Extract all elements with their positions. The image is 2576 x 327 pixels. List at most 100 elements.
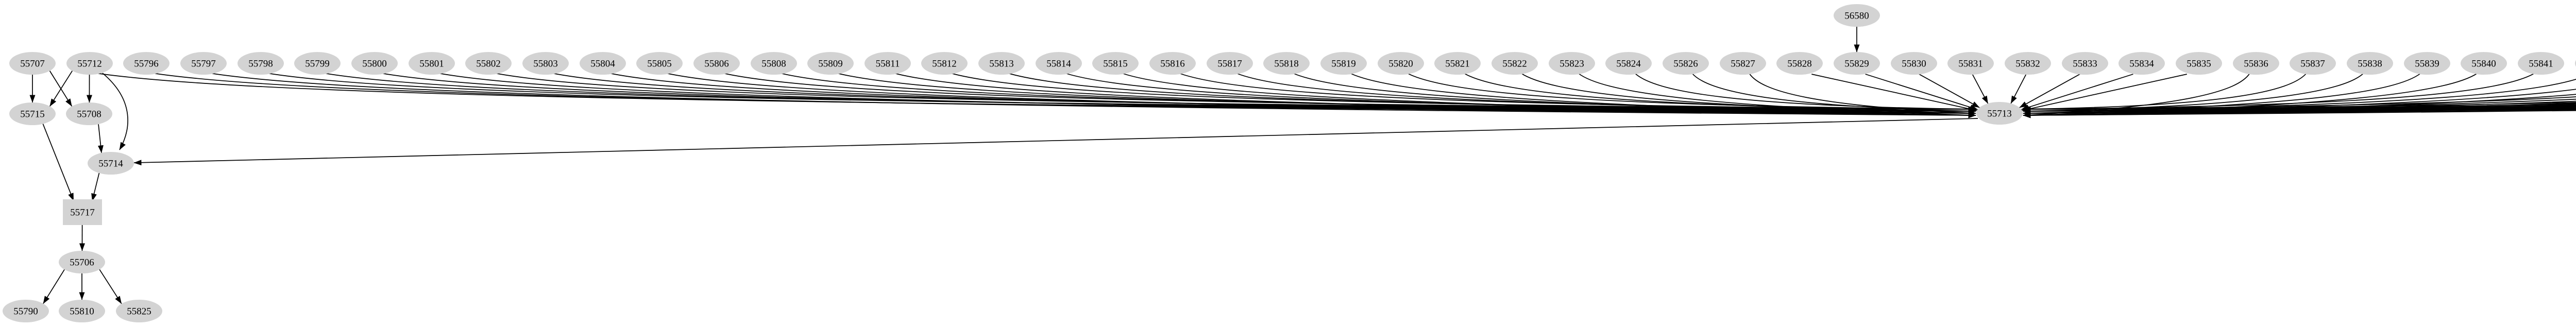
node-label: 55809 (818, 59, 843, 70)
node-ellipse-shape (1149, 52, 1196, 75)
graph-node-55804: 55804 (580, 52, 626, 75)
graph-edge-55858-55713 (2023, 107, 2576, 114)
graph-edge-55827-55713 (1749, 73, 1976, 116)
graph-edge-55834-55713 (2021, 74, 2133, 110)
graph-edge-55792-55713 (2023, 109, 2576, 116)
graph-node-55810: 55810 (59, 300, 105, 322)
graph-edge-55797-55713 (209, 73, 1976, 118)
graph-node-55806: 55806 (693, 52, 740, 75)
graph-node-55706: 55706 (59, 251, 105, 273)
node-label: 55838 (2358, 59, 2382, 70)
node-label: 55810 (70, 306, 94, 317)
node-ellipse-shape (1263, 52, 1310, 75)
node-label: 55834 (2129, 59, 2154, 70)
node-label: 55803 (533, 59, 558, 70)
node-ellipse-shape (1947, 52, 1994, 75)
graph-node-55801: 55801 (409, 52, 455, 75)
graph-node-55827: 55827 (1720, 52, 1766, 75)
graph-node-55824: 55824 (1605, 52, 1652, 75)
node-ellipse-shape (180, 52, 227, 75)
node-label: 55840 (2471, 59, 2496, 70)
node-ellipse-shape (2005, 52, 2051, 75)
node-ellipse-shape (9, 102, 56, 125)
node-label: 55839 (2415, 59, 2439, 70)
node-label: 55816 (1160, 59, 1185, 70)
node-ellipse-shape (66, 102, 112, 125)
node-label: 55801 (419, 59, 444, 70)
graph-node-55825: 55825 (116, 300, 162, 322)
node-ellipse-shape (1891, 52, 1937, 75)
graph-node-55817: 55817 (1207, 52, 1253, 75)
node-label: 55798 (248, 59, 273, 70)
graph-node-55805: 55805 (636, 52, 683, 75)
node-label: 55790 (13, 306, 38, 317)
graph-edge-55814-55713 (1064, 73, 1976, 116)
graph-edge-55793-55713 (2023, 110, 2576, 118)
graph-edge-55819-55713 (1349, 73, 1976, 118)
node-ellipse-shape (2518, 52, 2564, 75)
node-ellipse-shape (522, 52, 569, 75)
node-ellipse-shape (59, 251, 105, 273)
node-ellipse-shape (1776, 52, 1823, 75)
node-ellipse-shape (294, 52, 341, 75)
node-box-shape (63, 199, 102, 225)
graph-edge-55811-55713 (893, 73, 1976, 118)
graph-node-55832: 55832 (2005, 52, 2051, 75)
graph-edge-55801-55713 (437, 73, 1976, 118)
graph-node-55799: 55799 (294, 52, 341, 75)
graph-node-55808: 55808 (751, 52, 797, 75)
graph-node-55828: 55828 (1776, 52, 1823, 75)
graph-node-55717: 55717 (63, 199, 102, 225)
node-label: 55827 (1731, 59, 1755, 70)
node-label: 55826 (1673, 59, 1698, 70)
graph-edge-55708-55714 (97, 124, 104, 153)
graph-edge-55805-55713 (665, 73, 1976, 118)
node-ellipse-shape (1492, 52, 1538, 75)
node-ellipse-shape (465, 52, 512, 75)
graph-edge-55859-55713 (2023, 108, 2576, 116)
node-ellipse-shape (580, 52, 626, 75)
graph-node-55830: 55830 (1891, 52, 1937, 75)
graph-node-55802: 55802 (465, 52, 512, 75)
graph-edge-55829-55713 (1865, 74, 1978, 110)
node-ellipse-shape (921, 52, 968, 75)
node-label: 55837 (2300, 59, 2325, 70)
graph-edge-55831-55713 (1972, 74, 1989, 104)
graph-node-55820: 55820 (1378, 52, 1424, 75)
graph-node-55707: 55707 (9, 52, 56, 75)
node-ellipse-shape (3, 300, 49, 322)
node-label: 55712 (77, 59, 102, 70)
graph-node-55809: 55809 (807, 52, 854, 75)
node-ellipse-shape (66, 52, 113, 75)
graph-node-55815: 55815 (1092, 52, 1139, 75)
node-ellipse-shape (1092, 52, 1139, 75)
node-label: 55818 (1274, 59, 1299, 70)
node-ellipse-shape (2347, 52, 2393, 75)
node-label: 55812 (932, 59, 957, 70)
graph-node-55713: 55713 (1976, 102, 2023, 125)
node-label: 55841 (2529, 59, 2553, 70)
graph-node-55826: 55826 (1663, 52, 1709, 75)
graph-edge-55715-55717 (42, 124, 74, 201)
graph-node-55822: 55822 (1492, 52, 1538, 75)
node-label: 55707 (20, 59, 45, 70)
node-label: 55828 (1787, 59, 1812, 70)
node-label: 55805 (647, 59, 672, 70)
graph-edge-55832-55713 (2010, 74, 2027, 104)
node-label: 55821 (1445, 59, 1470, 70)
graph-edge-55791-55713 (2023, 107, 2576, 114)
node-ellipse-shape (1720, 52, 1766, 75)
graph-node-55837: 55837 (2290, 52, 2336, 75)
graph-node-55840: 55840 (2461, 52, 2507, 75)
node-ellipse-shape (116, 300, 162, 322)
node-label: 55799 (305, 59, 330, 70)
graph-node-55800: 55800 (351, 52, 398, 75)
graph-node-55835: 55835 (2176, 52, 2222, 75)
graph-node-55829: 55829 (1834, 52, 1880, 75)
node-label: 55808 (761, 59, 786, 70)
node-ellipse-shape (9, 52, 56, 75)
graph-edge-55813-55713 (1007, 73, 1976, 114)
node-label: 55802 (476, 59, 501, 70)
graph-node-55819: 55819 (1320, 52, 1367, 75)
node-label: 55824 (1616, 59, 1641, 70)
